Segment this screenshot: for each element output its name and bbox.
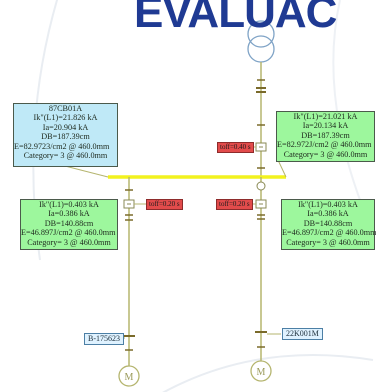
- label-line: Category= 3 @ 460.0mm: [286, 237, 370, 247]
- label-line: Category= 3 @ 460.0mm: [23, 151, 108, 161]
- top-trip-time-tag[interactable]: toff=0.40 s: [217, 142, 254, 153]
- transformer-winding-upper[interactable]: [247, 20, 275, 48]
- right-bus-label[interactable]: 22K001M: [282, 328, 323, 340]
- watermark-arc: [161, 354, 374, 392]
- right-feeder-node: [256, 181, 266, 191]
- label-line: Ia=0.386 kA: [307, 209, 349, 219]
- label-line: Category= 3 @ 460.0mm: [283, 149, 368, 159]
- label-line: E=82.9723/cm2 @ 460.0mm: [14, 141, 110, 151]
- left-motor-letter: M: [125, 372, 134, 383]
- left-motor-symbol[interactable]: [118, 365, 140, 387]
- label-line: Ik"(L1)=21.021 kA: [293, 112, 358, 121]
- label-line: Ik"(L1)=0.403 kA: [39, 200, 99, 209]
- left-bus-label[interactable]: B-175623: [84, 333, 124, 345]
- right-trip-time-tag[interactable]: toff=0.20 s: [216, 199, 253, 210]
- label-line: Ik"(L1)=21.826 kA: [33, 113, 98, 123]
- label-line: E=46.897J/cm2 @ 460.0mm: [282, 228, 376, 238]
- right-motor-letter: M: [257, 367, 266, 378]
- label-line: DB=140.88cm: [44, 218, 94, 228]
- label-line: DB=187.39cm: [301, 130, 350, 140]
- label-line: DB=140.88cm: [303, 218, 353, 228]
- label-line: Ia=20.134 kA: [302, 121, 349, 131]
- label-line: Ia=0.386 kA: [48, 209, 90, 219]
- incomer-fault-label[interactable]: Ik"(L1)=21.021 kA Ia=20.134 kA DB=187.39…: [276, 111, 375, 162]
- right-feeder-fault-label[interactable]: Ik"(L1)=0.403 kA Ia=0.386 kA DB=140.88cm…: [281, 199, 376, 250]
- label-line: E=46.897J/cm2 @ 460.0mm: [21, 228, 116, 238]
- source-name: 87CB01A: [48, 104, 83, 113]
- label-line: DB=187.39cm: [41, 132, 90, 142]
- left-feeder-fault-label[interactable]: Ik"(L1)=0.403 kA Ia=0.386 kA DB=140.88cm…: [20, 199, 118, 250]
- right-motor-symbol[interactable]: [250, 360, 272, 382]
- label-line: Ik"(L1)=0.403 kA: [298, 200, 358, 209]
- source-fault-label[interactable]: 87CB01A Ik"(L1)=21.826 kA Ia=20.904 kA D…: [13, 103, 118, 167]
- page-title: EVALUAC: [134, 0, 337, 37]
- label-line: E=82.972J/cm2 @ 460.0mm: [277, 140, 372, 150]
- left-trip-time-tag[interactable]: toff=0.20 s: [146, 199, 183, 210]
- source-label-leader: [64, 165, 109, 178]
- label-line: Ia=20.904 kA: [42, 122, 89, 132]
- transformer-winding-lower[interactable]: [247, 35, 275, 63]
- label-line: Category= 3 @ 460.0mm: [27, 237, 111, 247]
- watermark-arc: [332, 0, 361, 201]
- right-label-leader: [277, 159, 287, 178]
